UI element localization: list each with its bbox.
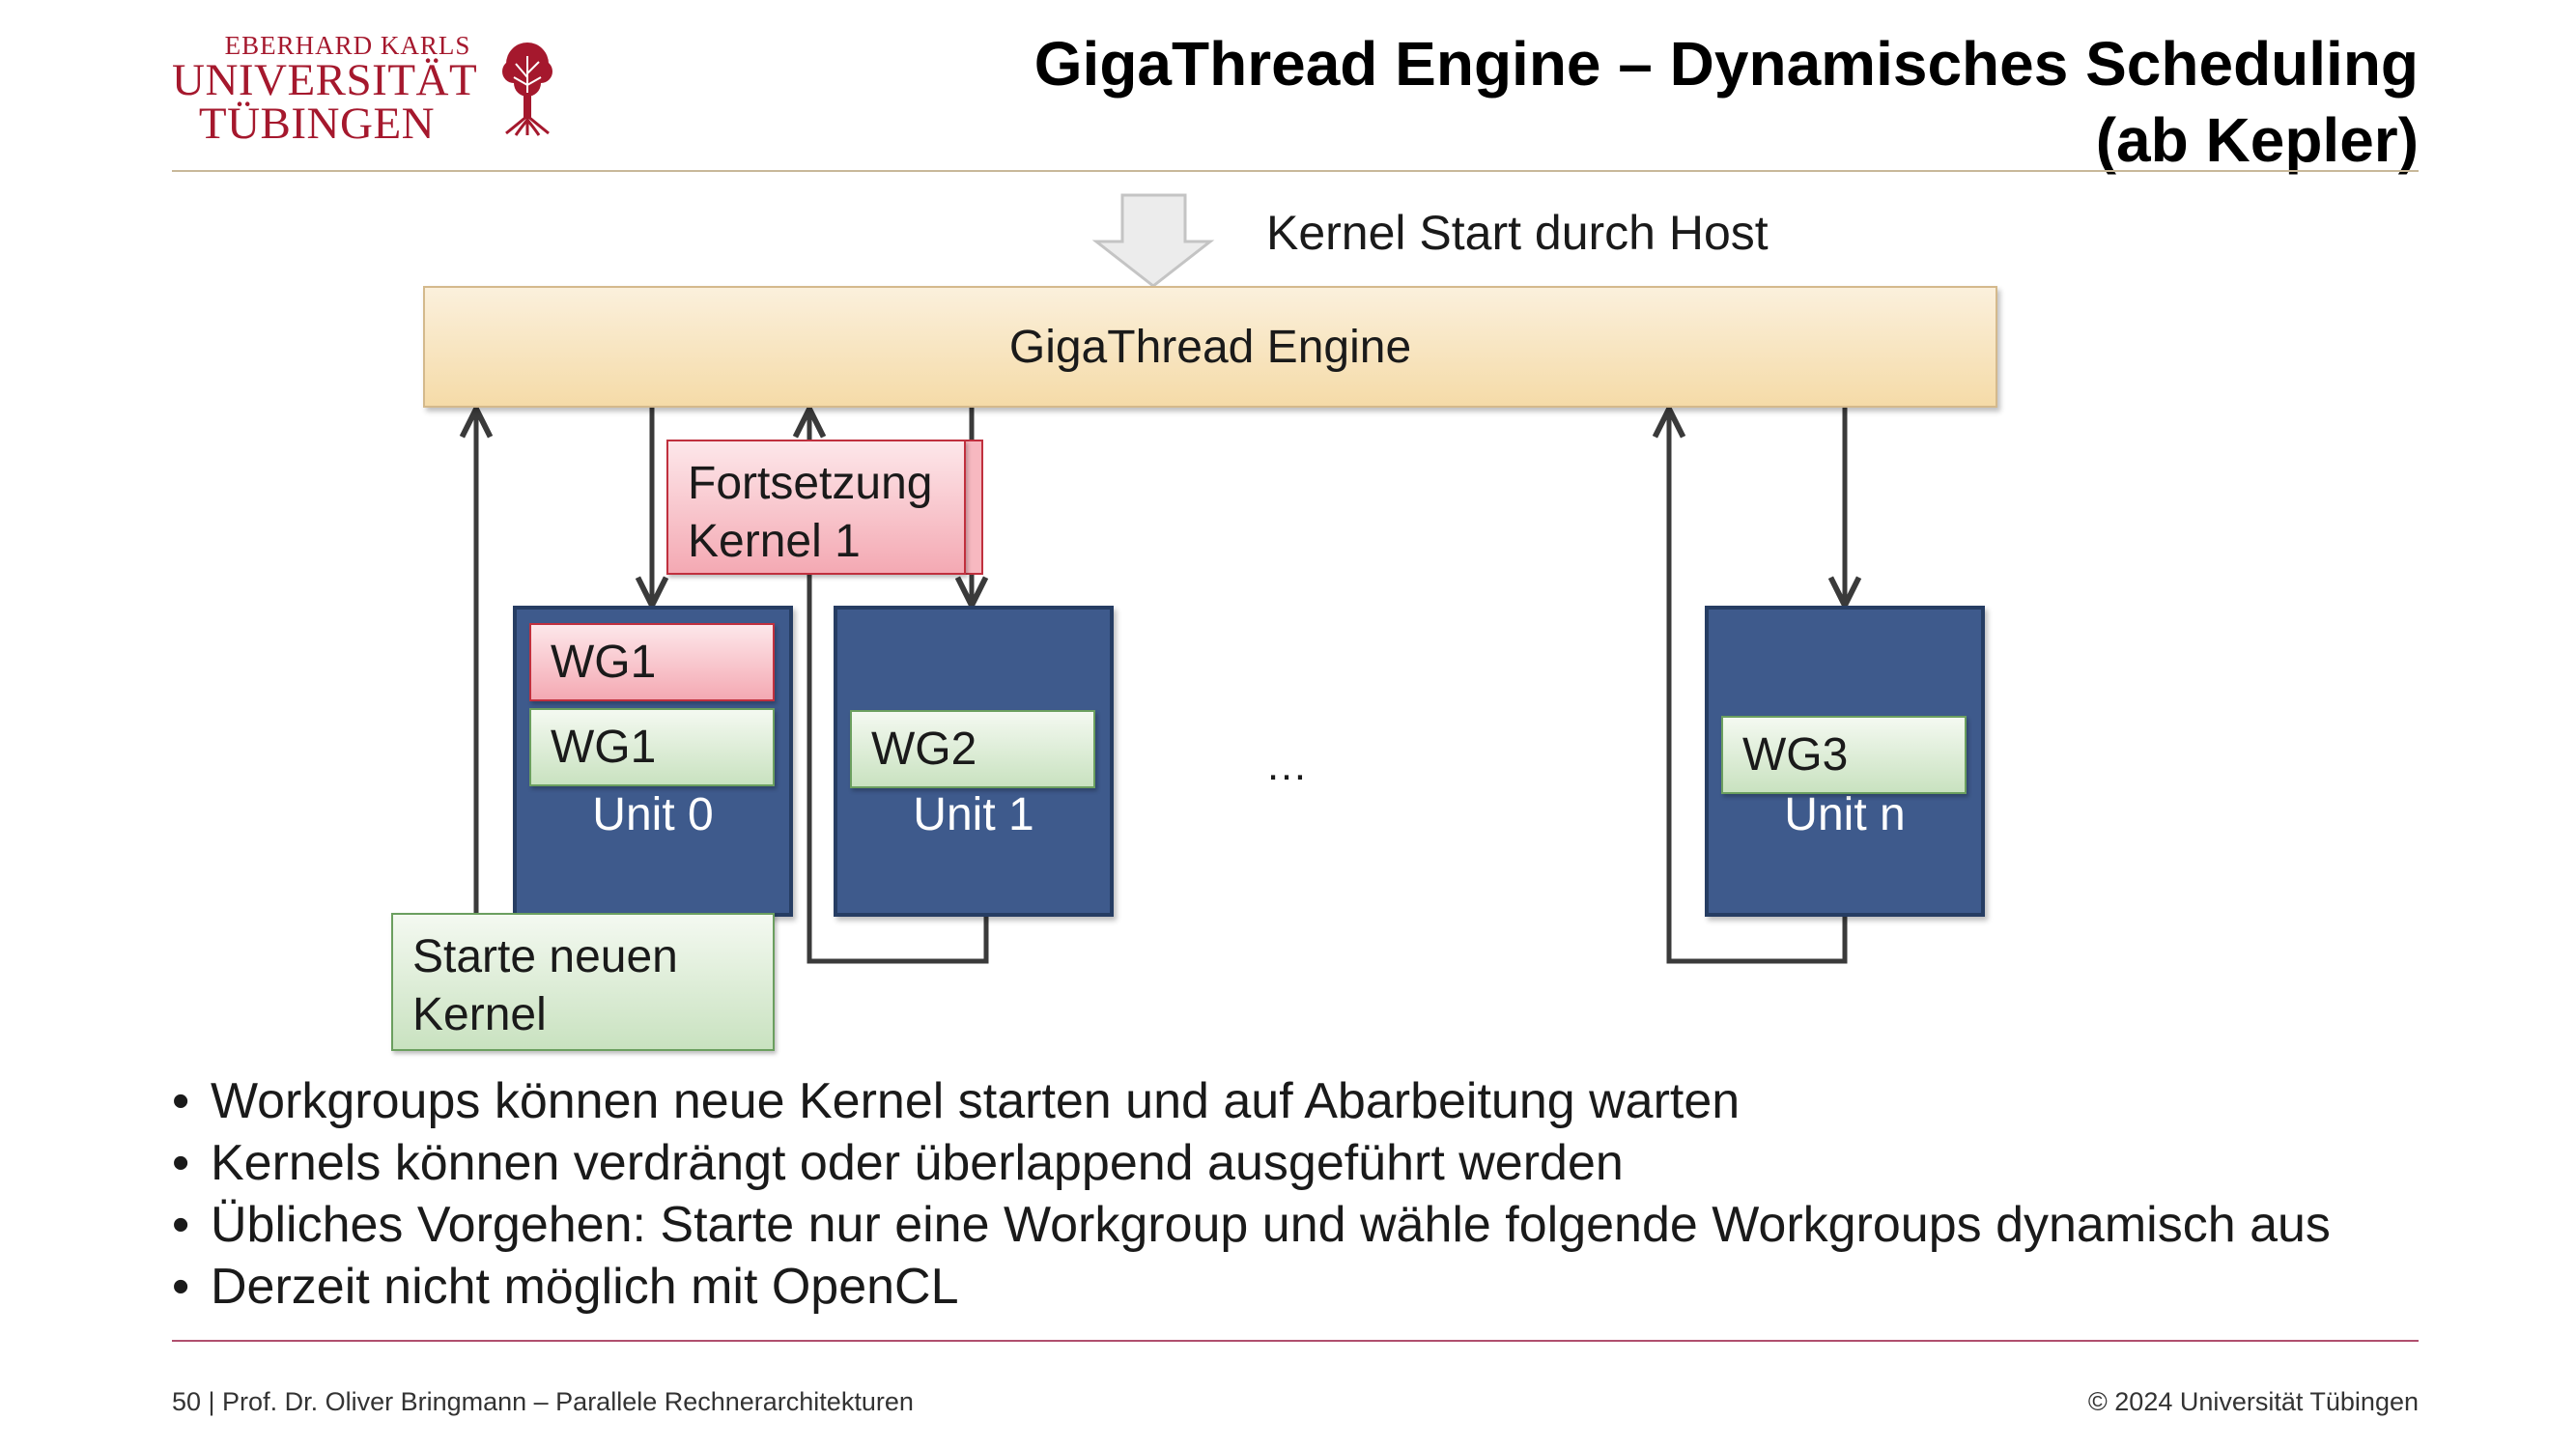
host-start-arrow-icon: [1091, 193, 1215, 288]
units-ellipsis: …: [1265, 742, 1308, 789]
bullet-item: Workgroups können neue Kernel starten un…: [172, 1070, 2490, 1132]
host-start-label: Kernel Start durch Host: [1266, 206, 1769, 260]
gigathread-engine-box: GigaThread Engine: [423, 286, 1997, 408]
unit-1-label: Unit 1: [913, 789, 1034, 840]
note-start-line-2: Kernel: [412, 989, 547, 1040]
slide-title-line-1: GigaThread Engine – Dynamisches Scheduli…: [1033, 29, 2419, 99]
workgroup-unit1-active: WG2: [850, 710, 1095, 788]
header-divider: [172, 170, 2419, 172]
bullet-item: Übliches Vorgehen: Starte nur eine Workg…: [172, 1194, 2490, 1256]
note-start-new-kernel: Starte neuen Kernel: [391, 913, 775, 1051]
bullet-list: Workgroups können neue Kernel starten un…: [172, 1070, 2490, 1318]
unit-n-label: Unit n: [1784, 789, 1906, 840]
footer-copyright: © 2024 Universität Tübingen: [2087, 1387, 2419, 1416]
gigathread-engine-label: GigaThread Engine: [1008, 321, 1412, 373]
note-start-line-1: Starte neuen: [412, 931, 678, 982]
workgroup-unitn-active: WG3: [1721, 716, 1967, 794]
workgroup-unit0-suspended: WG1: [529, 623, 775, 701]
note-continue-edge: [962, 440, 983, 575]
bullet-item: Kernels können verdrängt oder überlappen…: [172, 1132, 2490, 1194]
unit-0-label: Unit 0: [592, 789, 714, 840]
arrow-unit1-loop-up: [809, 412, 989, 964]
tree-seal-icon: [502, 43, 552, 136]
workgroup-unit0-active: WG1: [529, 708, 775, 786]
note-continue-kernel: Fortsetzung Kernel 1: [666, 440, 966, 575]
arrow-unitn-loop-up: [1669, 412, 1848, 964]
logo-line-2: TÜBINGEN: [198, 99, 436, 149]
note-continue-line-2: Kernel 1: [688, 516, 861, 567]
bullet-item: Derzeit nicht möglich mit OpenCL: [172, 1256, 2490, 1318]
footer-left-text: 50 | Prof. Dr. Oliver Bringmann – Parall…: [172, 1387, 914, 1416]
logo-line-1: UNIVERSITÄT: [172, 55, 478, 105]
logo-small-text: EBERHARD KARLS: [224, 31, 471, 60]
note-continue-line-1: Fortsetzung: [688, 458, 933, 509]
footer-divider: [172, 1340, 2419, 1342]
slide-title-line-2: (ab Kepler): [2095, 105, 2419, 175]
university-logo: EBERHARD KARLS UNIVERSITÄT TÜBINGEN: [172, 31, 568, 147]
